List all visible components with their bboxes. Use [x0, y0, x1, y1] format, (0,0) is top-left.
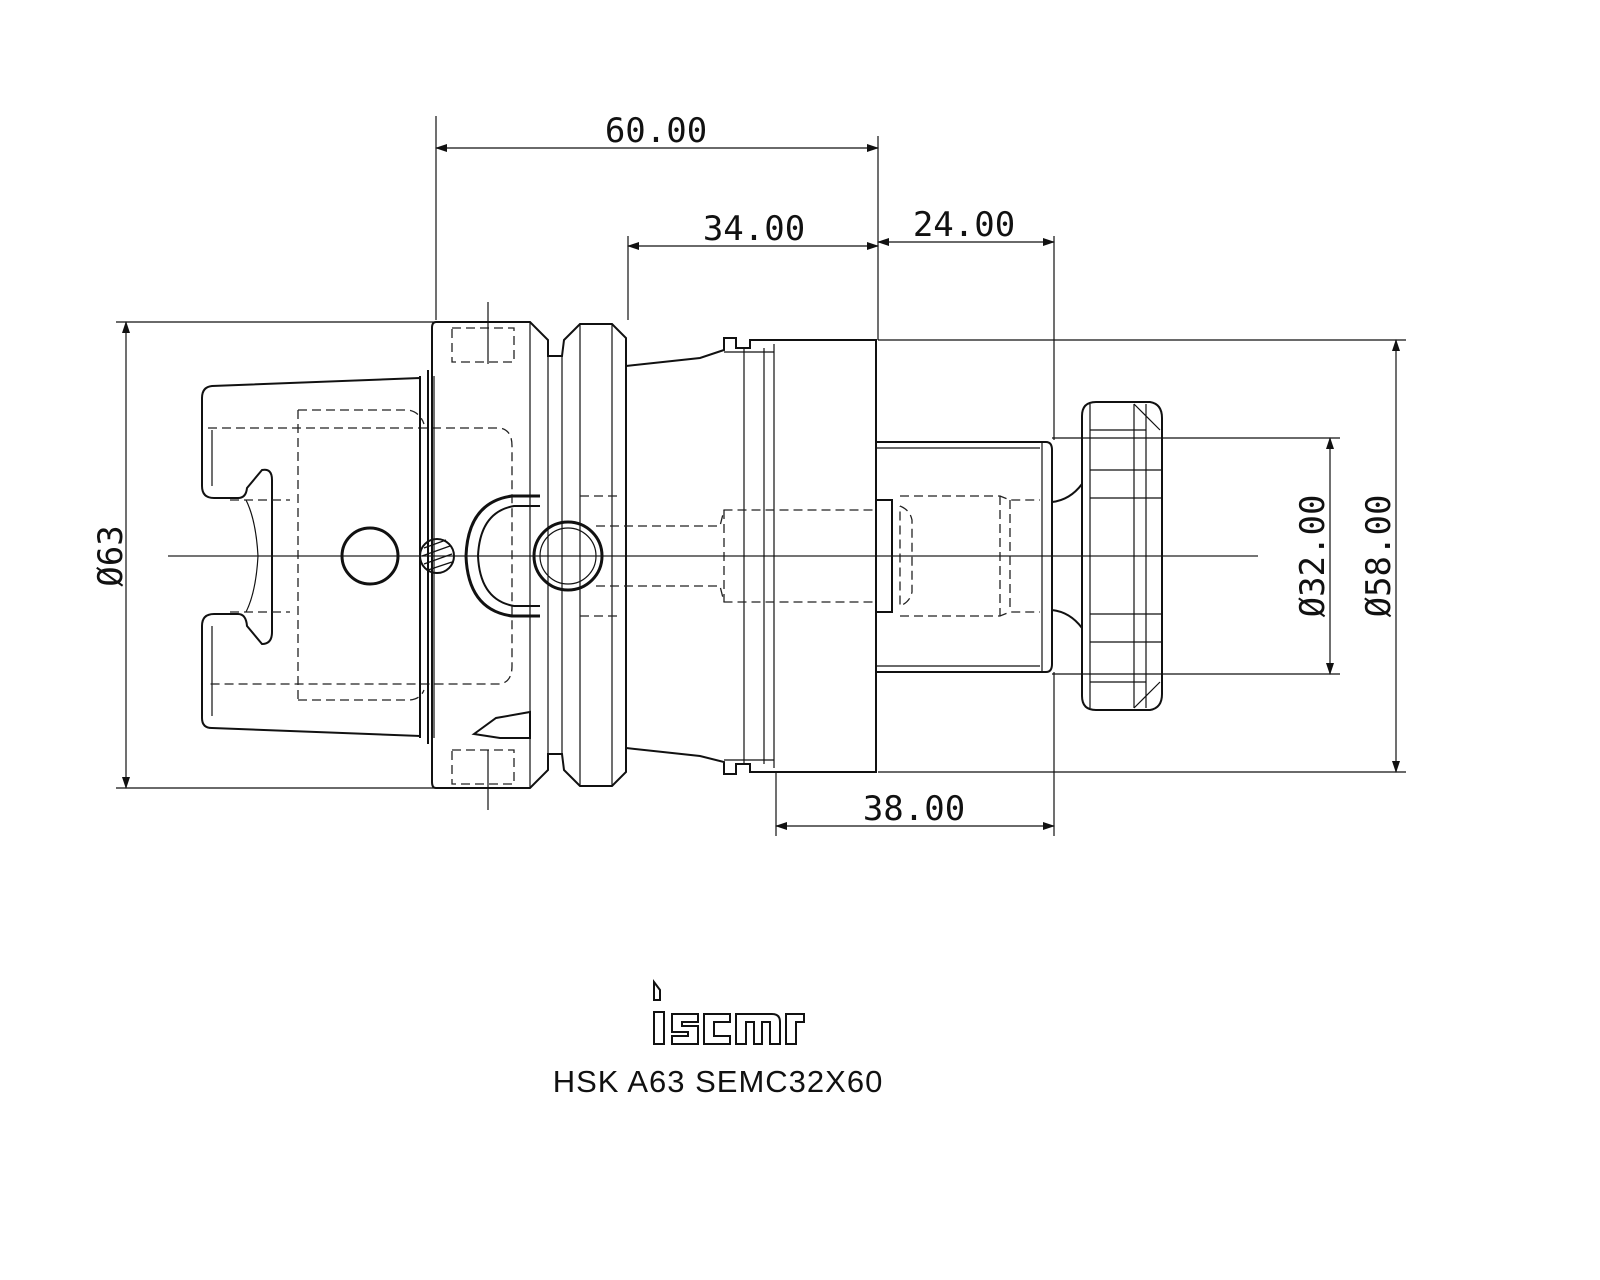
- extension-lines: [116, 116, 1406, 836]
- dim-flange-diameter: Ø63: [91, 525, 131, 586]
- part-number: HSK A63 SEMC32X60: [553, 1064, 884, 1099]
- dim-overall-length: 60.00: [605, 111, 707, 151]
- flange: [431, 302, 627, 810]
- chuck-nose: [875, 441, 1053, 673]
- dim-bore-diameter: Ø32.00: [1293, 495, 1333, 618]
- dim-body-diameter: Ø58.00: [1359, 495, 1399, 618]
- hsk-taper-shank: [201, 370, 513, 744]
- cross-hole: [340, 526, 400, 586]
- iscar-logo: [653, 979, 805, 1045]
- coolant-hole: [532, 520, 604, 592]
- dim-clamping-length: 38.00: [863, 789, 965, 829]
- dim-gauge-length: 24.00: [913, 205, 1015, 245]
- chuck-body: [596, 337, 877, 775]
- clamping-nut: [1051, 401, 1163, 711]
- dim-body-length: 34.00: [703, 209, 805, 249]
